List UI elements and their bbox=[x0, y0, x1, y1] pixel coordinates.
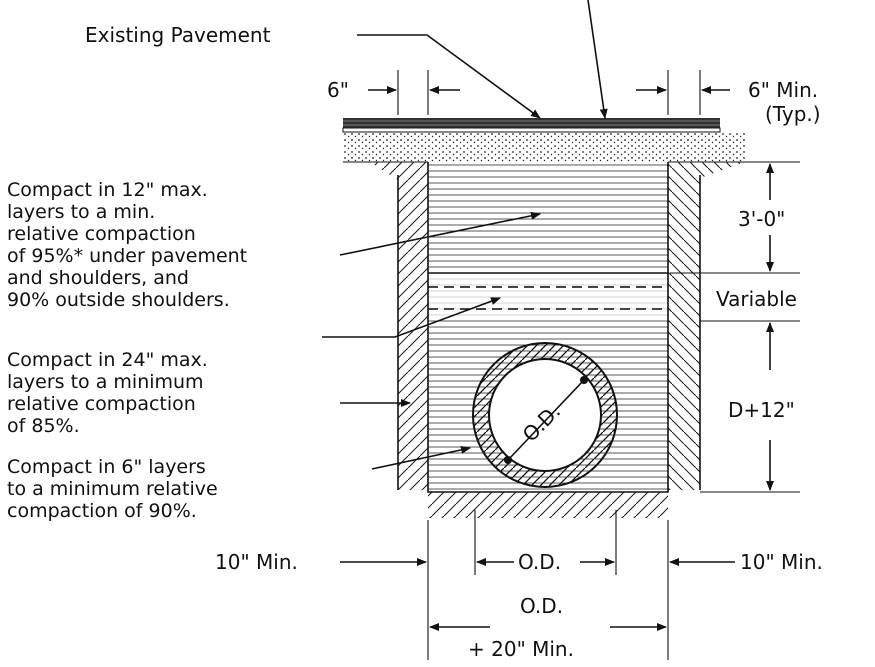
note2-line: layers to a minimum bbox=[7, 371, 204, 393]
note1-line: layers to a min. bbox=[7, 201, 155, 223]
variable-label: Variable bbox=[716, 287, 797, 311]
total-width-od-label: O.D. bbox=[520, 594, 563, 618]
depth-pipe-label: D+12" bbox=[728, 398, 795, 422]
typ-label: (Typ.) bbox=[765, 102, 821, 126]
note1-line: Compact in 12" max. bbox=[7, 179, 208, 201]
side-clearance-right-label: 6" Min. bbox=[748, 78, 818, 102]
note1-line: and shoulders, and bbox=[7, 267, 189, 289]
native-soil-bottom bbox=[428, 492, 668, 518]
bottom-mid-od-label: O.D. bbox=[518, 550, 561, 574]
pipe: O.D. bbox=[472, 342, 618, 488]
bottom-left-min-label: 10" Min. bbox=[215, 550, 298, 574]
total-width-min-label: + 20" Min. bbox=[468, 637, 574, 661]
bottom-right-min-label: 10" Min. bbox=[740, 550, 823, 574]
note3-line: Compact in 6" layers bbox=[7, 456, 206, 478]
native-soil-left-wall bbox=[370, 162, 428, 490]
note-2: Compact in 24" max. layers to a minimum … bbox=[7, 349, 411, 437]
native-soil-right-wall bbox=[668, 162, 745, 490]
note-1: Compact in 12" max. layers to a min. rel… bbox=[7, 179, 541, 338]
depth-top-label: 3'-0" bbox=[738, 207, 785, 231]
note2-line: Compact in 24" max. bbox=[7, 349, 208, 371]
note2-line: of 85%. bbox=[7, 415, 80, 437]
existing-pavement-label: Existing Pavement bbox=[85, 23, 271, 47]
note1-line: of 95%* under pavement bbox=[7, 245, 247, 267]
right-vertical-dimensions: 3'-0" Variable D+12" bbox=[670, 161, 800, 493]
side-clearance-dimensions: 6" 6" Min. (Typ.) bbox=[327, 70, 821, 126]
bottom-dimensions: 10" Min. O.D. 10" Min. O.D. + 20" Min. bbox=[215, 510, 823, 661]
existing-pavement-layer bbox=[342, 118, 745, 163]
note1-line: 90% outside shoulders. bbox=[7, 289, 230, 311]
note3-line: to a minimum relative bbox=[7, 478, 218, 500]
note3-line: compaction of 90%. bbox=[7, 500, 197, 522]
side-clearance-left-label: 6" bbox=[327, 78, 349, 102]
note1-line: relative compaction bbox=[7, 223, 196, 245]
note-3: Compact in 6" layers to a minimum relati… bbox=[7, 445, 471, 522]
note2-line: relative compaction bbox=[7, 393, 196, 415]
